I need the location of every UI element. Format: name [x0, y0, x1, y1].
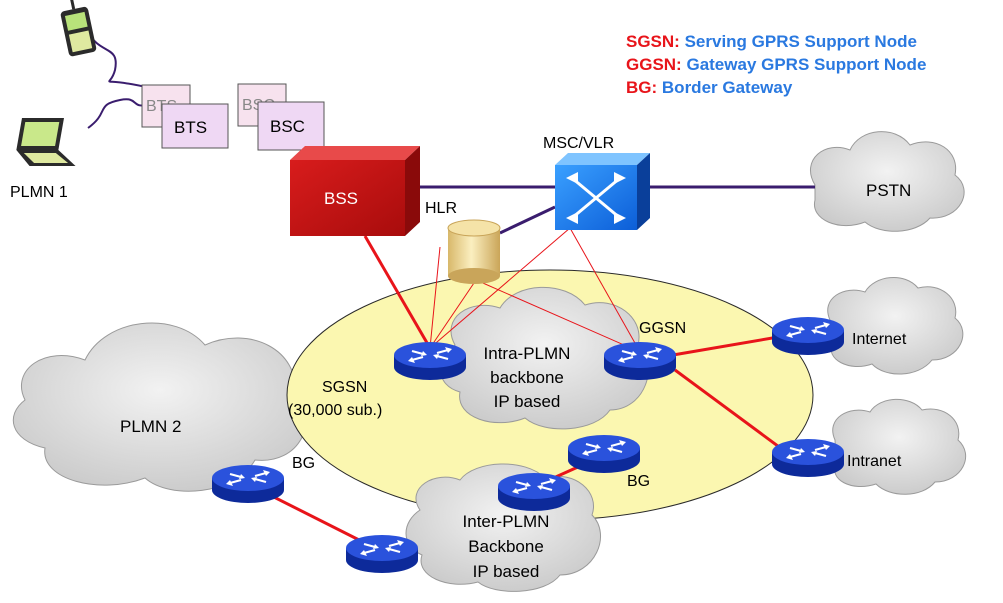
svg-text:Intra-PLMN: Intra-PLMN [484, 344, 571, 363]
hlr-database-icon [447, 219, 501, 284]
svg-text:BSC: BSC [270, 117, 305, 136]
svg-text:Backbone: Backbone [468, 537, 544, 556]
svg-text:Inter-PLMN: Inter-PLMN [463, 512, 550, 531]
plmn2-cloud [12, 322, 307, 492]
bg-right-router-icon [566, 433, 642, 475]
legend-desc: Gateway GPRS Support Node [686, 55, 927, 74]
ggsn-router-icon [602, 340, 678, 382]
svg-text:IP based: IP based [494, 392, 561, 411]
internet-cloud [827, 276, 964, 375]
pstn-label: PSTN [866, 181, 911, 200]
legend-row-sgsn: SGSN: Serving GPRS Support Node [626, 30, 926, 53]
svg-text:IP based: IP based [473, 562, 540, 581]
inter-plmn-router-icon [344, 533, 420, 575]
legend-abbr: BG: [626, 78, 658, 97]
bts-node-front: BTS [161, 103, 229, 149]
sgsn-label: SGSN [322, 379, 367, 396]
msc-label: MSC/VLR [543, 135, 614, 152]
pstn-cloud [809, 131, 965, 232]
internet-router-icon [770, 315, 846, 357]
intra-plmn-label: Intra-PLMN backbone IP based [484, 344, 571, 411]
intranet-router-icon [770, 437, 846, 479]
legend-row-bg: BG: Border Gateway [626, 76, 926, 99]
hlr-label: HLR [425, 200, 457, 217]
inter-plmn-label: Inter-PLMN Backbone IP based [463, 512, 550, 581]
msc-vlr-node [555, 153, 650, 230]
plmn1-label: PLMN 1 [10, 184, 68, 201]
svg-text:BTS: BTS [174, 118, 207, 137]
plmn2-label: PLMN 2 [120, 417, 181, 436]
laptop-icon [16, 118, 76, 166]
bg-inter-router-icon [496, 471, 572, 513]
internet-label: Internet [852, 331, 907, 348]
legend-desc: Border Gateway [661, 78, 793, 97]
legend-abbr: SGSN: [626, 32, 680, 51]
bg-left-label: BG [292, 455, 315, 472]
sgsn-router-icon [392, 340, 468, 382]
legend-row-ggsn: GGSN: Gateway GPRS Support Node [626, 53, 926, 76]
sgsn-capacity-label: (30,000 sub.) [288, 402, 382, 419]
mobile-phone-icon [60, 0, 97, 57]
legend-abbr: GGSN: [626, 55, 682, 74]
ggsn-label: GGSN [639, 320, 686, 337]
bg-right-label: BG [627, 473, 650, 490]
legend: SGSN: Serving GPRS Support Node GGSN: Ga… [626, 30, 926, 99]
bg-left-router-icon [210, 463, 286, 505]
bss-node: BSS [290, 146, 420, 236]
svg-text:backbone: backbone [490, 368, 564, 387]
intra-plmn-cloud [440, 286, 649, 430]
legend-desc: Serving GPRS Support Node [684, 32, 917, 51]
intranet-cloud [832, 398, 967, 495]
svg-text:BSS: BSS [324, 189, 358, 208]
bsc-node-front: BSC [257, 101, 325, 151]
intranet-label: Intranet [847, 453, 902, 470]
